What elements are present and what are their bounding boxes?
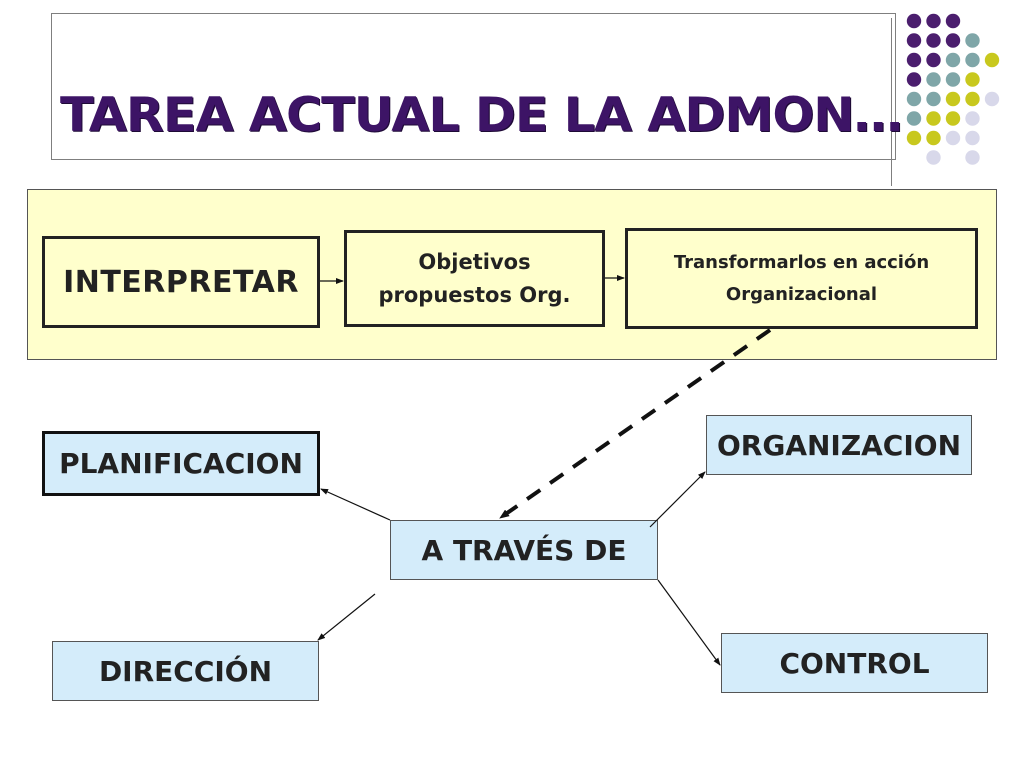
decorative-dot [945,130,961,146]
decorative-dot [945,52,961,68]
control-box: CONTROL [721,633,988,693]
decorative-dot [926,33,941,48]
decorative-dot [965,91,980,107]
interpretar-box: INTERPRETAR [42,236,320,328]
control-label: CONTROL [779,646,930,680]
decorative-dot [906,52,922,68]
decorative-dot [984,52,1000,68]
title-divider [891,18,892,186]
direccion-label: DIRECCIÓN [98,654,273,688]
decorative-dot-grid [906,13,1000,165]
planificacion-box: PLANIFICACION [42,431,320,496]
organizacion-label: ORGANIZACION [716,428,962,462]
decorative-dot [906,91,922,107]
a-traves-de-label: A TRAVÉS DE [421,533,627,567]
decorative-dot [965,52,980,68]
decorative-dot [906,13,922,29]
decorative-dot [965,33,980,48]
decorative-dot [965,111,980,126]
decorative-dot [945,13,961,29]
title-frame [51,13,896,160]
decorative-dot [926,111,941,126]
objetivos-box: Objetivos propuestos Org. [344,230,605,327]
decorative-dot [926,150,941,165]
arrow-to-control [657,579,721,666]
decorative-dot [965,150,980,165]
decorative-dot [965,130,980,146]
decorative-dot [945,33,961,48]
decorative-dot [926,91,941,107]
transformar-box: Transformarlos en acción Organizacional [625,228,978,329]
decorative-dot [926,52,941,68]
decorative-dot [926,130,941,146]
organizacion-box: ORGANIZACION [706,415,972,475]
decorative-dot [945,111,961,126]
arrow-to-planificacion [320,488,391,521]
decorative-dot [906,33,922,48]
objetivos-line1: Objetivos [418,249,531,274]
arrow-to-organizacion [649,471,706,528]
transformar-line1: Transformarlos en acción [673,252,930,273]
decorative-dot [945,91,961,107]
decorative-dot [984,91,1000,107]
direccion-box: DIRECCIÓN [52,641,319,701]
decorative-dot [926,72,941,87]
planificacion-label: PLANIFICACION [59,447,303,480]
decorative-dot [906,111,922,126]
decorative-dot [906,72,922,87]
transformar-line2: Organizacional [725,283,878,305]
decorative-dot [906,130,922,146]
arrow-to-direccion [317,593,376,641]
objetivos-line2: propuestos Org. [378,282,571,307]
slide-title: TAREA ACTUAL DE LA ADMON… [60,88,903,143]
decorative-dot [945,72,961,87]
decorative-dot [965,72,980,87]
interpretar-label: INTERPRETAR [63,264,299,300]
decorative-dot [926,13,941,29]
a-traves-de-box: A TRAVÉS DE [390,520,658,580]
